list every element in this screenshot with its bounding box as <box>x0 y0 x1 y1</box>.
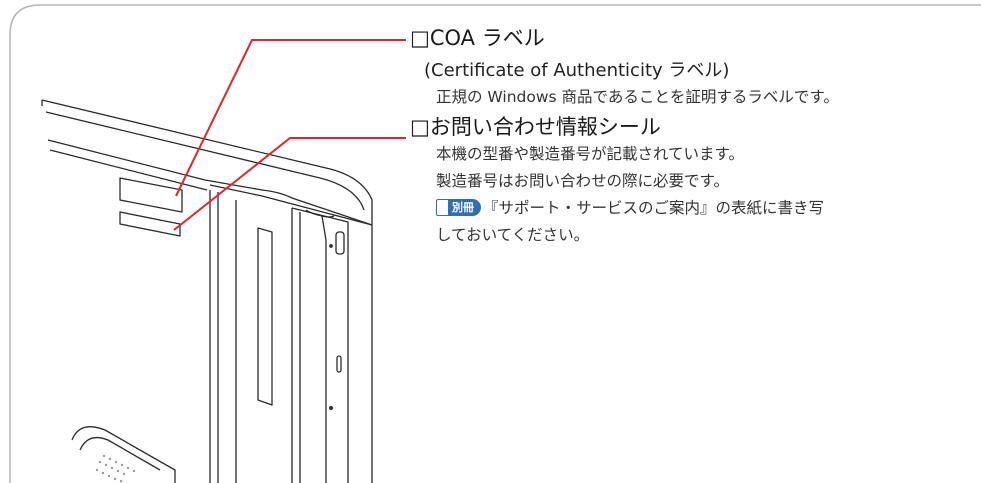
info-leader-line <box>173 137 406 231</box>
support-info-seal-callout: □お問い合わせ情報シール 本機の型番や製造番号が記載されています。 製造番号はお… <box>410 113 824 249</box>
coa-label-subheading: (Certificate of Authenticity ラベル) <box>424 60 730 81</box>
separate-volume-book-icon: 別冊 <box>436 199 481 216</box>
coa-label-heading: □COA ラベル <box>410 26 545 50</box>
support-info-line-1: 本機の型番や製造番号が記載されています。 <box>436 145 744 163</box>
support-info-reference: 別冊 『サポート・サービスのご案内』の表紙に書き写 <box>410 195 824 222</box>
coa-label-callout: □COA ラベル (Certificate of Authenticity ラベ… <box>410 24 839 111</box>
book-icon <box>436 199 448 216</box>
coa-leader-line <box>175 39 406 197</box>
support-info-reference-text: 『サポート・サービスのご案内』の表紙に書き写 <box>483 199 825 217</box>
support-info-reference-cont: しておいてください。 <box>436 226 590 244</box>
separate-volume-badge: 別冊 <box>448 199 481 216</box>
support-info-heading: □お問い合わせ情報シール <box>410 115 661 139</box>
coa-label-description: 正規の Windows 商品であることを証明するラベルです。 <box>436 88 839 106</box>
vent-pattern <box>95 454 136 483</box>
support-info-line-2: 製造番号はお問い合わせの際に必要です。 <box>436 172 729 190</box>
